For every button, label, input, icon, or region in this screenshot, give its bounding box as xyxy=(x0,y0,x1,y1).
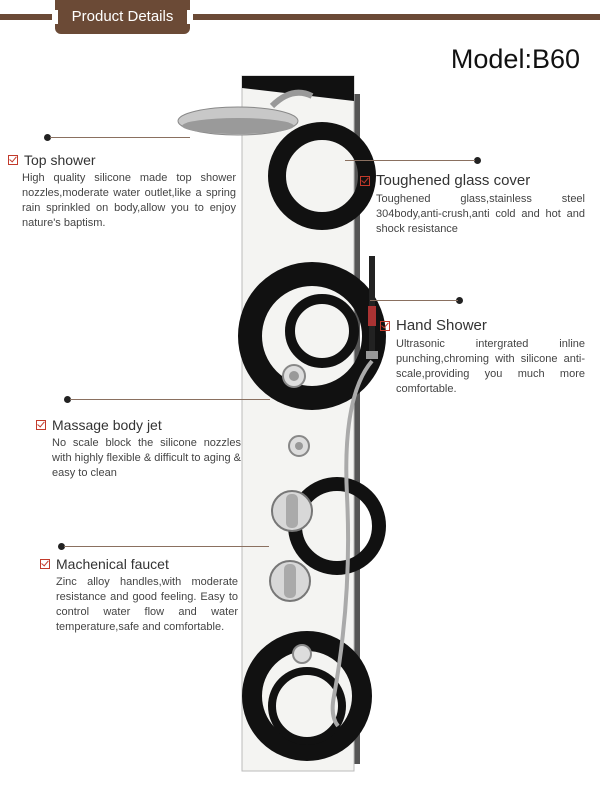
feature-desc: Zinc alloy handles,with moderate resista… xyxy=(56,576,238,633)
feature-top-shower: Top shower High quality silicone made to… xyxy=(8,152,236,231)
feature-glass-cover: Toughened glass cover Toughened glass,st… xyxy=(360,172,585,237)
header-title: Product Details xyxy=(71,8,174,25)
feature-desc: No scale block the silicone nozzles with… xyxy=(52,437,241,479)
model-label: Model:B60 xyxy=(450,44,580,74)
feature-title: Massage body jet xyxy=(52,417,162,433)
feature-faucet: Machenical faucet Zinc alloy handles,wit… xyxy=(40,556,238,635)
leader-dot-massage-jet xyxy=(64,396,71,403)
leader-dot-hand-shower xyxy=(456,297,463,304)
leader-line-top-shower xyxy=(50,137,190,138)
header-bar: Product Details xyxy=(0,0,600,34)
feature-hand-shower: Hand Shower Ultrasonic intergrated inlin… xyxy=(380,317,585,397)
leader-dot-glass-cover xyxy=(474,157,481,164)
leader-dot-top-shower xyxy=(44,134,51,141)
feature-title: Machenical faucet xyxy=(56,556,169,572)
checkbox-icon xyxy=(8,155,18,165)
header-divider xyxy=(0,14,600,20)
feature-title: Toughened glass cover xyxy=(376,172,531,189)
leader-line-glass-cover xyxy=(345,160,475,161)
feature-title: Top shower xyxy=(24,152,96,168)
feature-desc: High quality silicone made top shower no… xyxy=(22,172,236,229)
leader-line-faucet xyxy=(64,546,269,547)
header-tab: Product Details xyxy=(52,0,193,34)
checkbox-icon xyxy=(36,420,46,430)
checkbox-icon xyxy=(380,320,390,331)
checkbox-icon xyxy=(40,559,50,569)
feature-title: Hand Shower xyxy=(396,317,487,334)
leader-line-hand-shower xyxy=(370,300,458,301)
leader-dot-faucet xyxy=(58,543,65,550)
shower-panel-image xyxy=(177,75,386,784)
feature-massage-jet: Massage body jet No scale block the sili… xyxy=(36,417,241,481)
feature-desc: Ultrasonic intergrated inline punching,c… xyxy=(396,338,585,395)
leader-line-massage-jet xyxy=(70,399,270,400)
feature-desc: Toughened glass,stainless steel 304body,… xyxy=(376,193,585,235)
checkbox-icon xyxy=(360,175,370,186)
